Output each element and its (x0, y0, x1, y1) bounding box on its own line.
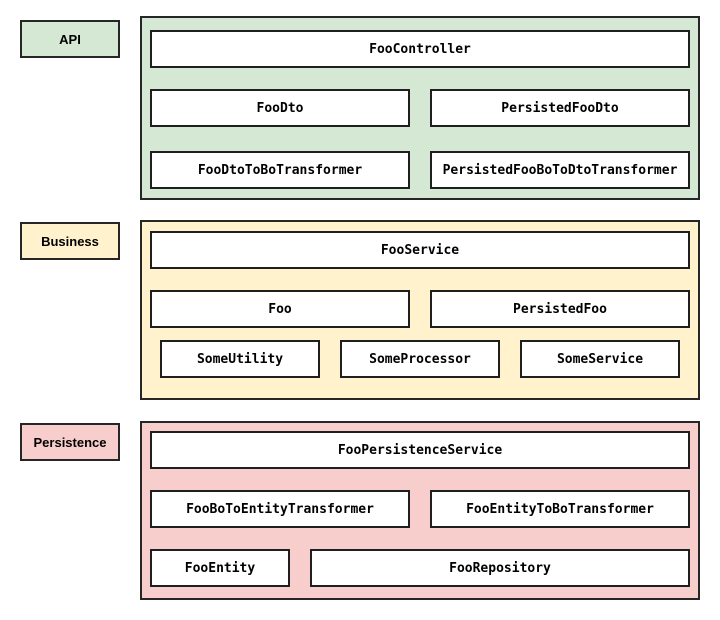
layer-container-business: FooService Foo PersistedFoo SomeUtility … (140, 220, 700, 400)
layer-label-persistence: Persistence (20, 423, 120, 461)
box-foo-bo-to-entity-transformer: FooBoToEntityTransformer (150, 490, 410, 528)
box-foo-repository: FooRepository (310, 549, 690, 587)
box-foo-entity-to-bo-transformer: FooEntityToBoTransformer (430, 490, 690, 528)
layer-container-persistence: FooPersistenceService FooBoToEntityTrans… (140, 421, 700, 600)
box-foo-controller: FooController (150, 30, 690, 68)
box-some-service: SomeService (520, 340, 680, 378)
layer-label-api: API (20, 20, 120, 58)
box-foo-dto: FooDto (150, 89, 410, 127)
box-persisted-foo-bo-to-dto-transformer: PersistedFooBoToDtoTransformer (430, 151, 690, 189)
layer-label-business: Business (20, 222, 120, 260)
box-foo-service: FooService (150, 231, 690, 269)
box-some-processor: SomeProcessor (340, 340, 500, 378)
box-foo-entity: FooEntity (150, 549, 290, 587)
box-foo-dto-to-bo-transformer: FooDtoToBoTransformer (150, 151, 410, 189)
box-persisted-foo: PersistedFoo (430, 290, 690, 328)
box-foo: Foo (150, 290, 410, 328)
box-foo-persistence-service: FooPersistenceService (150, 431, 690, 469)
layer-container-api: FooController FooDto PersistedFooDto Foo… (140, 16, 700, 200)
box-persisted-foo-dto: PersistedFooDto (430, 89, 690, 127)
box-some-utility: SomeUtility (160, 340, 320, 378)
